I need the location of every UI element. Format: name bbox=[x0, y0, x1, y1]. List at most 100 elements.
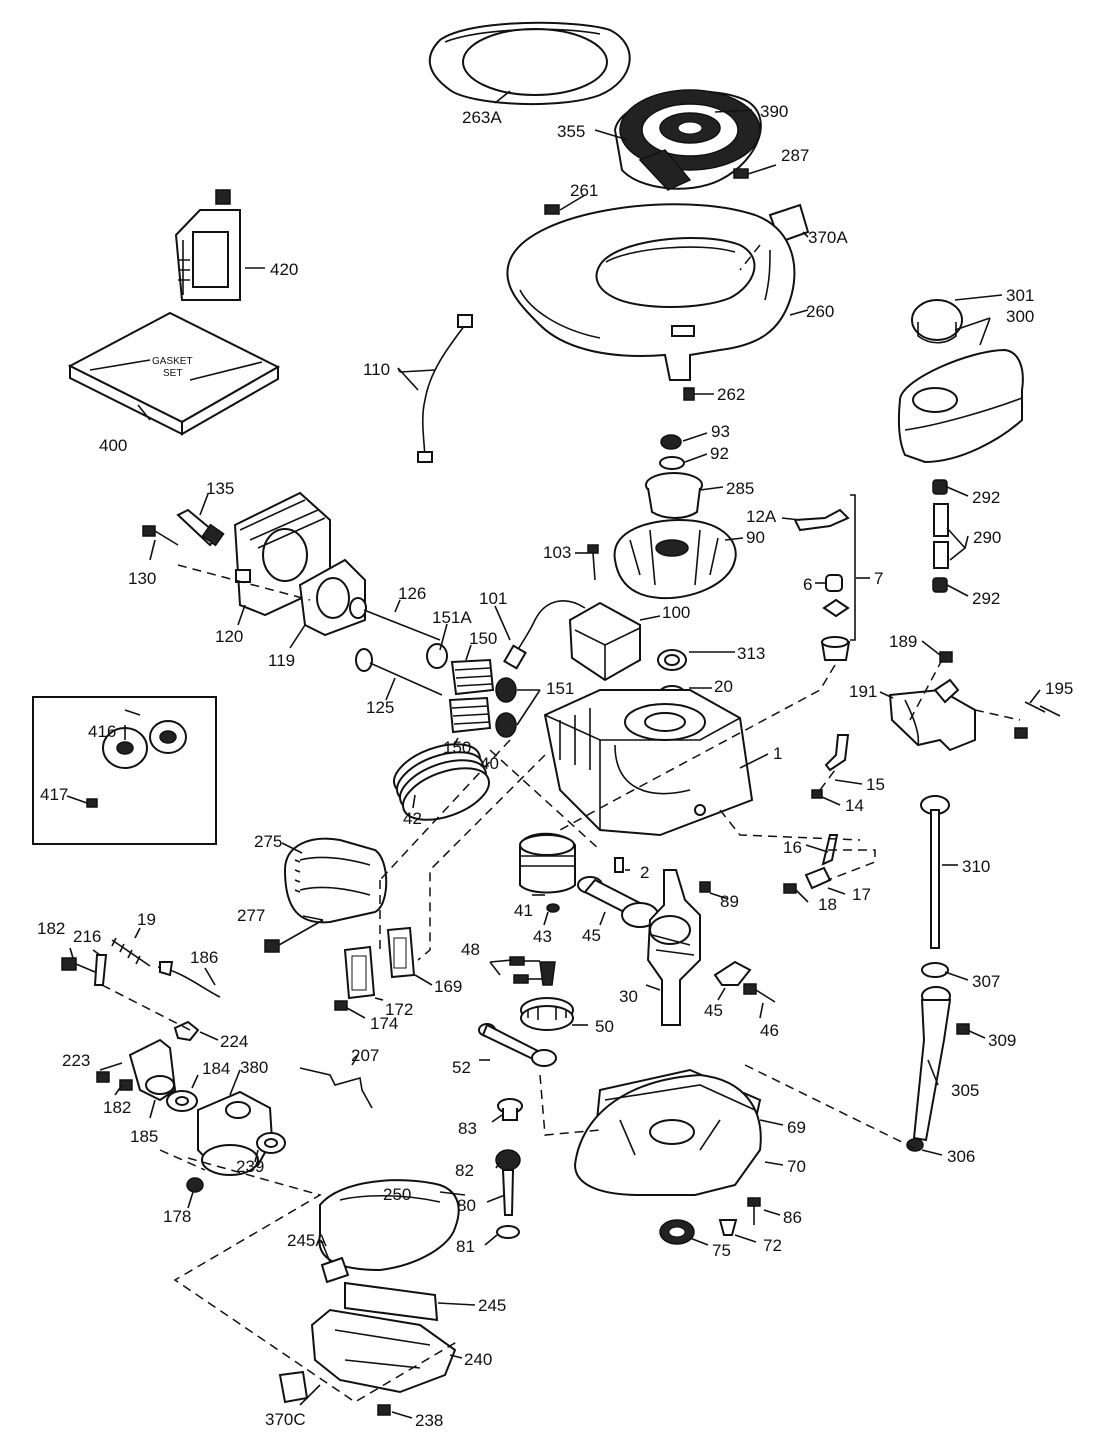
part-287-screw bbox=[733, 164, 777, 179]
label-6: 6 bbox=[803, 575, 812, 594]
part-92-washer bbox=[659, 456, 685, 470]
label-306: 306 bbox=[947, 1147, 975, 1166]
part-216-bracket bbox=[93, 954, 108, 986]
label-16: 16 bbox=[783, 838, 802, 857]
label-151: 151 bbox=[546, 679, 574, 698]
label-260: 260 bbox=[806, 302, 834, 321]
label-48: 48 bbox=[461, 940, 480, 959]
label-186: 186 bbox=[190, 948, 218, 967]
part-75-seal bbox=[659, 1219, 695, 1245]
part-195-spring-link bbox=[1014, 701, 1061, 739]
label-14: 14 bbox=[845, 796, 864, 815]
part-135-spark-plug bbox=[176, 508, 225, 547]
label-184: 184 bbox=[202, 1059, 230, 1078]
label-292a: 292 bbox=[972, 488, 1000, 507]
part-90-flywheel bbox=[613, 518, 737, 600]
part-178-nut bbox=[186, 1177, 204, 1193]
part-263A-shroud bbox=[428, 21, 631, 106]
label-119: 119 bbox=[268, 651, 295, 670]
label-17: 17 bbox=[852, 885, 871, 904]
label-19: 19 bbox=[137, 910, 156, 929]
label-150b: 150 bbox=[443, 738, 471, 757]
part-93-nut bbox=[660, 434, 682, 450]
part-41-piston bbox=[519, 832, 576, 894]
part-277-bolt bbox=[264, 919, 324, 953]
label-285: 285 bbox=[726, 479, 754, 498]
label-41: 41 bbox=[514, 901, 533, 920]
label-300: 300 bbox=[1006, 307, 1034, 326]
part-207-link bbox=[299, 1067, 373, 1109]
part-285-starter-cup bbox=[645, 472, 703, 519]
part-30-crankshaft bbox=[646, 869, 701, 1026]
label-82: 82 bbox=[455, 1161, 474, 1180]
label-46: 46 bbox=[760, 1021, 779, 1040]
label-216: 216 bbox=[73, 927, 101, 946]
part-172-heat-shield bbox=[343, 945, 376, 1000]
label-40: 40 bbox=[480, 754, 499, 773]
label-370A: 370A bbox=[808, 228, 848, 247]
label-355: 355 bbox=[557, 122, 585, 141]
label-224: 224 bbox=[220, 1032, 248, 1051]
label-81: 81 bbox=[456, 1237, 475, 1256]
label-130: 130 bbox=[128, 569, 156, 588]
label-263A: 263A bbox=[462, 108, 502, 127]
part-43-clip bbox=[546, 903, 560, 913]
part-275-muffler bbox=[283, 837, 388, 924]
label-275: 275 bbox=[254, 832, 282, 851]
part-380-carburetor bbox=[197, 1090, 274, 1176]
part-240-air-cleaner-base bbox=[310, 1308, 457, 1394]
part-150-spring-lower bbox=[448, 696, 492, 734]
part-260-blower-housing bbox=[506, 203, 796, 381]
label-189: 189 bbox=[889, 632, 917, 651]
part-50-camshaft-gear bbox=[520, 961, 574, 1031]
label-169: 169 bbox=[434, 977, 462, 996]
part-42-piston-rings bbox=[393, 743, 490, 821]
part-81-washer bbox=[496, 1225, 520, 1239]
label-75: 75 bbox=[712, 1241, 731, 1260]
label-45a: 45 bbox=[582, 926, 601, 945]
label-305: 305 bbox=[951, 1081, 979, 1100]
label-238: 238 bbox=[415, 1411, 443, 1430]
label-89: 89 bbox=[720, 892, 739, 911]
gasket-set-line2: SET bbox=[163, 368, 182, 379]
part-72-plug bbox=[718, 1219, 738, 1236]
label-310: 310 bbox=[962, 857, 990, 876]
part-14-screw bbox=[811, 789, 823, 799]
part-182-screw-top bbox=[61, 957, 96, 973]
part-151A-retainer bbox=[426, 643, 448, 669]
bracket-7 bbox=[850, 494, 856, 641]
part-292-clamp-bottom bbox=[932, 577, 948, 593]
label-86: 86 bbox=[783, 1208, 802, 1227]
label-292b: 292 bbox=[972, 589, 1000, 608]
label-20: 20 bbox=[714, 677, 733, 696]
part-1-engine-block bbox=[543, 689, 754, 837]
part-290-fuel-line bbox=[933, 503, 949, 569]
part-292-clamp-top bbox=[932, 479, 948, 495]
part-313-oil-seal bbox=[657, 649, 687, 671]
label-172: 172 bbox=[385, 1000, 413, 1019]
part-420-oil-bottle bbox=[174, 189, 241, 301]
part-169-gasket bbox=[386, 926, 416, 979]
part-17-clip bbox=[804, 866, 832, 890]
label-245A: 245A bbox=[287, 1231, 327, 1250]
label-277: 277 bbox=[237, 906, 265, 925]
label-101: 101 bbox=[479, 589, 507, 608]
part-224-gasket bbox=[173, 1020, 200, 1042]
label-100: 100 bbox=[662, 603, 690, 622]
part-101-spark-plug-wire bbox=[503, 600, 586, 670]
part-300-fuel-tank bbox=[897, 348, 1024, 464]
part-82-gear bbox=[495, 1149, 521, 1171]
label-7: 7 bbox=[874, 569, 883, 588]
label-93: 93 bbox=[711, 422, 730, 441]
label-92: 92 bbox=[710, 444, 729, 463]
label-309: 309 bbox=[988, 1031, 1016, 1050]
part-45-connecting-rod bbox=[577, 876, 659, 928]
label-417: 417 bbox=[40, 785, 68, 804]
label-110: 110 bbox=[363, 360, 390, 379]
label-120: 120 bbox=[215, 627, 243, 646]
part-19-spring bbox=[111, 937, 151, 967]
label-45b: 45 bbox=[704, 1001, 723, 1020]
label-80: 80 bbox=[457, 1196, 476, 1215]
label-416: 416 bbox=[88, 722, 116, 741]
part-labels: 263A 390 355 287 261 370A 420 260 301 30… bbox=[37, 102, 1073, 1430]
